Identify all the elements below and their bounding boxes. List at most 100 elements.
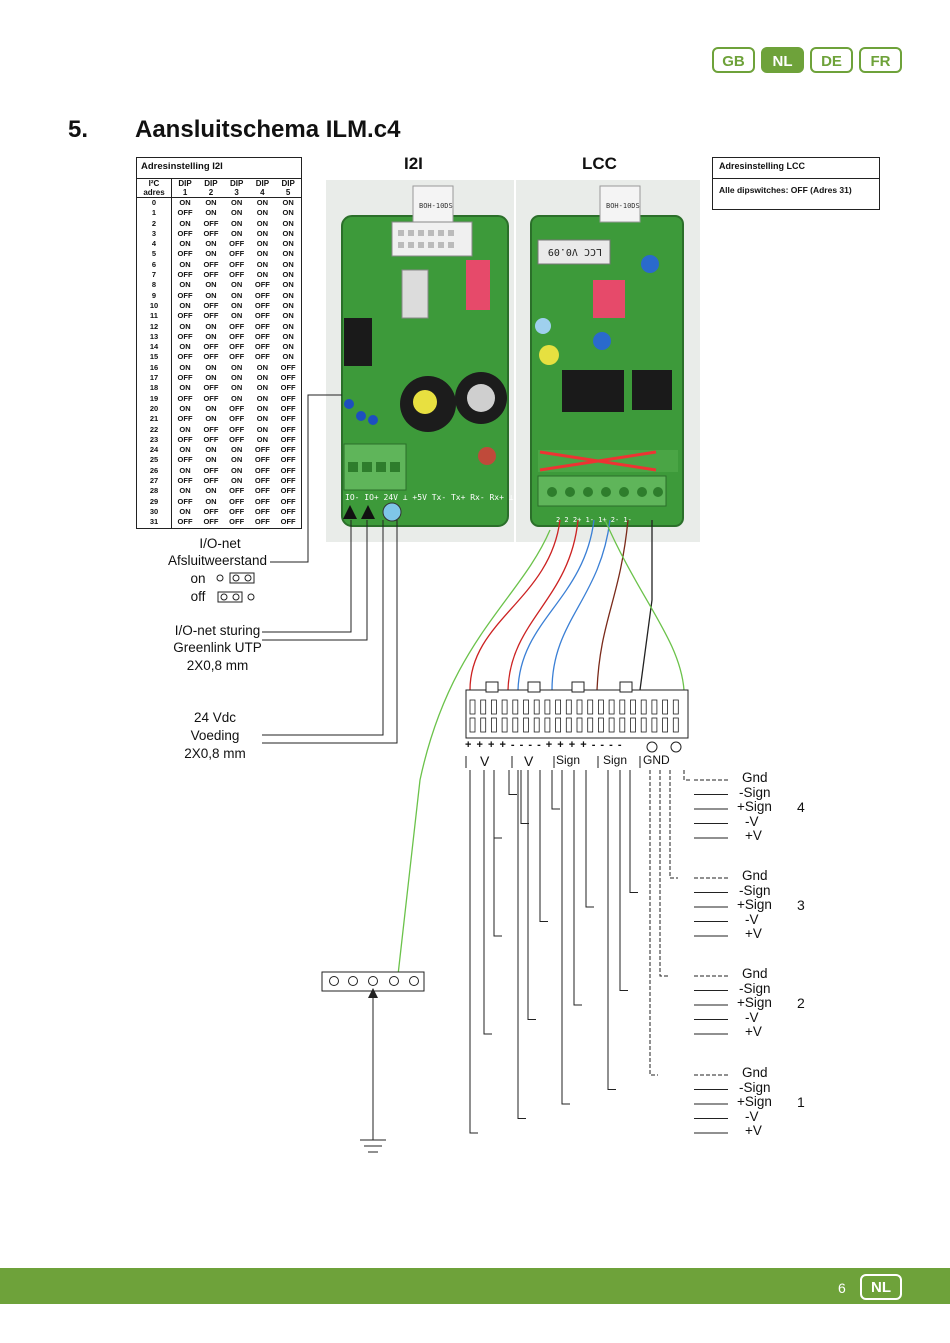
table-cell: 24 (137, 445, 172, 456)
lcc-board-label: LCC (582, 154, 617, 173)
table-cell: OFF (254, 517, 270, 527)
table-cell: OFF (280, 486, 296, 496)
table-cell: ON (179, 445, 191, 455)
table-cell: 27 (137, 476, 172, 487)
table-cell: ON (205, 486, 217, 496)
table-cell: OFF (203, 311, 219, 321)
table-cell: OFF (280, 383, 296, 393)
output-line-label: +V (745, 926, 762, 941)
table-cell: OFF (280, 517, 296, 527)
table-cell: ON (205, 455, 217, 465)
terminal-bridge (527, 681, 541, 693)
group-sign-2: Sign (603, 753, 628, 767)
table-cell: ON (256, 434, 268, 444)
table-cell: OFF (229, 342, 245, 352)
table-cell: 28 (137, 486, 172, 497)
terminal-slot (608, 717, 615, 733)
table-cell: ON (231, 362, 243, 372)
terminal-slot (490, 717, 497, 733)
termination-subtitle: Afsluitweerstand (167, 553, 268, 568)
table-cell: 30 (137, 506, 172, 518)
table-cell: OFF (203, 465, 219, 475)
table-cell: 3 (137, 228, 172, 240)
table-cell: 31 (137, 517, 172, 528)
terminal-block (465, 681, 689, 768)
table-cell: ON (179, 424, 191, 434)
output-line-label: +V (745, 1123, 762, 1138)
page-title: Aansluitschema ILM.c4 (135, 116, 401, 143)
output-leader (520, 770, 529, 824)
section-number: 5. (68, 116, 89, 143)
table-cell: OFF (177, 434, 193, 444)
header-bottom: 1 (182, 188, 188, 197)
power-label-2: Voeding (190, 728, 240, 743)
table-cell: ON (179, 300, 191, 310)
i2i-terminal-text: IO- IO+ 24V ⊥ +5V Tx- Tx+ Rx- Rx+ ⊥ (345, 493, 514, 502)
table-cell: ON (231, 476, 243, 486)
table-cell: 4 (137, 239, 172, 250)
lang-tab-nl[interactable]: NL (761, 47, 804, 73)
output-line-label: +Sign (737, 799, 772, 814)
group-sign-1: Sign (556, 753, 581, 767)
termination-title: I/O-net (199, 536, 241, 551)
output-group-number: 2 (797, 995, 805, 1011)
output-leader (607, 770, 616, 1090)
table-cell: ON (282, 208, 294, 218)
red-wire-1 (469, 519, 561, 691)
table-cell: 10 (137, 300, 172, 312)
table-cell: OFF (177, 352, 193, 362)
table-cell: ON (282, 311, 294, 321)
lang-tab-de[interactable]: DE (810, 47, 853, 73)
lang-tab-gb[interactable]: GB (712, 47, 755, 73)
table-cell: OFF (203, 300, 219, 310)
terminal-slot (651, 699, 658, 715)
table-cell: OFF (203, 352, 219, 362)
table-cell: 14 (137, 342, 172, 353)
table-cell: ON (179, 362, 191, 372)
table-cell: ON (179, 486, 191, 496)
group-gnd: GND (643, 753, 670, 767)
table-cell: OFF (229, 486, 245, 496)
table-cell: ON (256, 239, 268, 249)
footer-bar (0, 1268, 950, 1304)
output-line-label: -Sign (739, 980, 771, 996)
table-cell: ON (205, 208, 217, 218)
table-cell: ON (282, 290, 294, 300)
header-top: DIP (281, 179, 295, 188)
terminal-slot (555, 699, 561, 715)
table-cell: ON (205, 331, 217, 341)
terminal-slot (672, 699, 679, 715)
table-cell: ON (282, 342, 294, 352)
terminal-slot (565, 717, 572, 733)
table-cell: OFF (280, 424, 296, 434)
table-cell: OFF (203, 383, 219, 393)
table-cell: ON (256, 393, 268, 403)
terminal-slot (501, 699, 508, 715)
table-cell: ON (256, 259, 268, 269)
table-cell: ON (256, 362, 268, 372)
header-bottom: 2 (208, 188, 214, 197)
lang-tab-fr[interactable]: FR (859, 47, 902, 73)
table-cell: OFF (254, 506, 270, 516)
terminal-slot (544, 717, 551, 733)
table-cell: OFF (203, 259, 219, 269)
table-cell: ON (256, 383, 268, 393)
table-cell: ON (256, 218, 268, 228)
